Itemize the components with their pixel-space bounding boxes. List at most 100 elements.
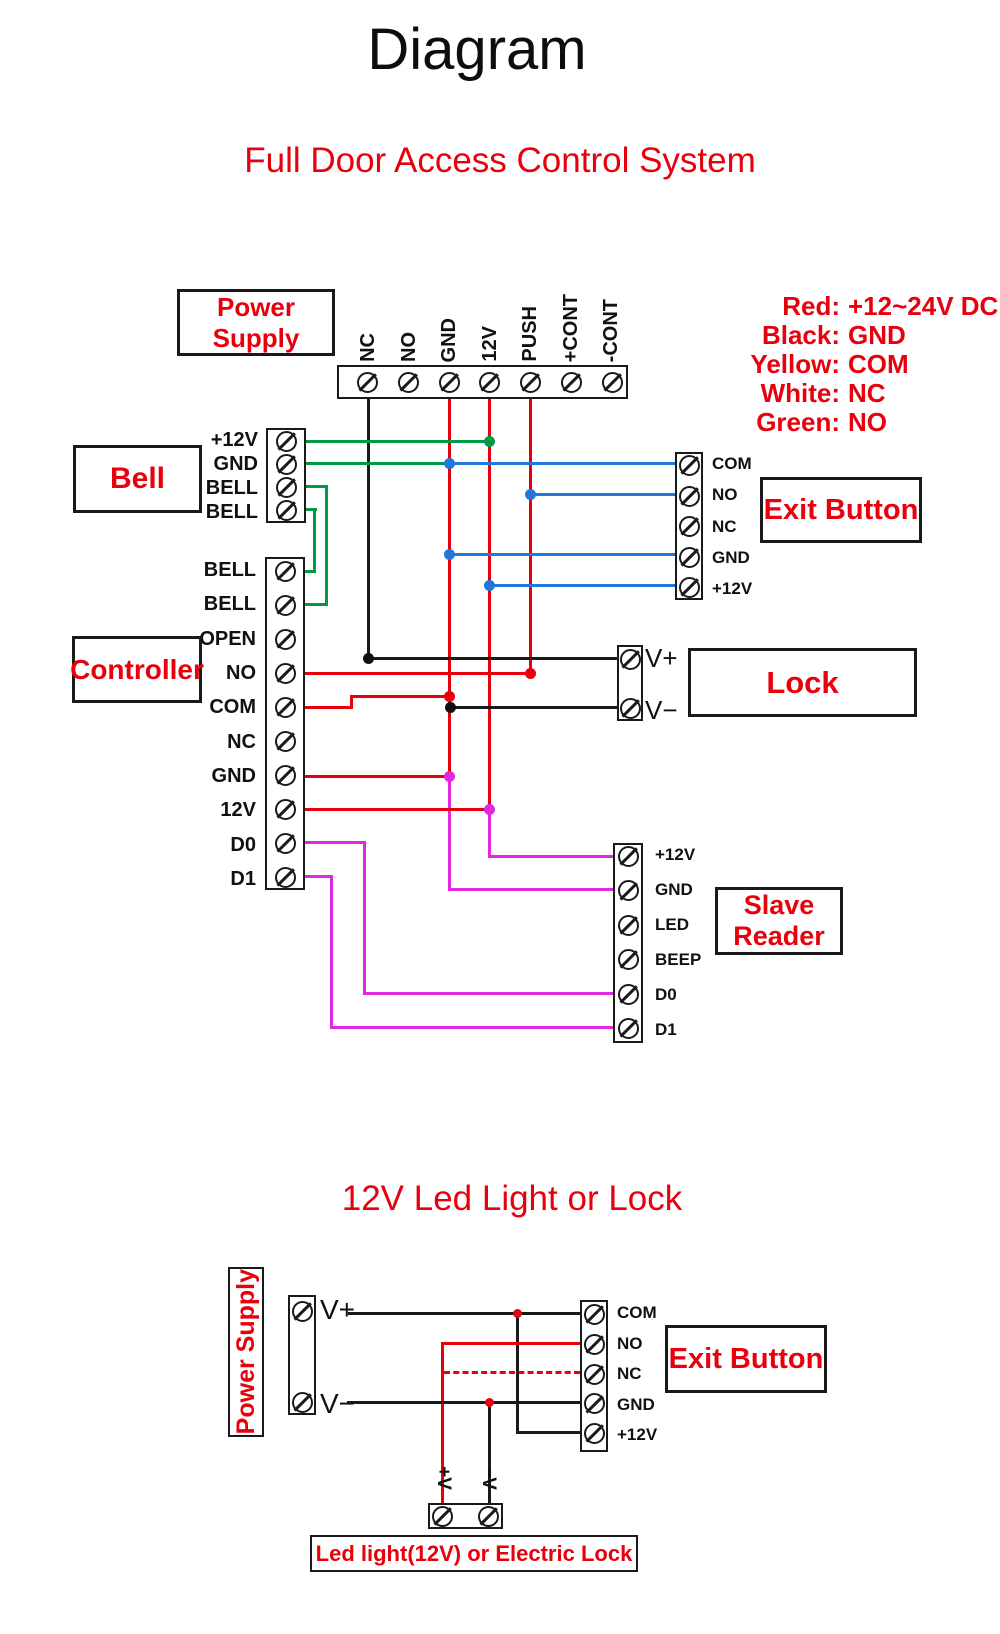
wire-segment xyxy=(305,570,316,573)
screw-terminal-icon xyxy=(601,371,623,393)
terminal-label: BELL xyxy=(203,593,256,616)
screw-terminal-icon xyxy=(520,371,542,393)
wire-segment xyxy=(306,485,328,488)
terminal-label: 12V xyxy=(478,326,501,362)
screw-terminal-icon xyxy=(432,1505,453,1527)
slave-reader-terminal-strip xyxy=(613,843,643,1043)
wire-segment xyxy=(305,603,328,606)
terminal-label: COM xyxy=(617,1303,657,1322)
junction-dot xyxy=(445,702,456,713)
exit-button-terminal-strip xyxy=(675,452,703,600)
legend-color-value: +12~24V DC xyxy=(848,291,999,321)
screw-terminal-icon xyxy=(274,663,296,684)
led-terminal-strip xyxy=(428,1503,503,1529)
screw-terminal-icon xyxy=(274,697,296,718)
bell-box: Bell xyxy=(73,445,202,513)
wire-segment xyxy=(441,1342,444,1503)
terminal-label: +12V xyxy=(617,1425,658,1444)
terminal-label: +12V xyxy=(210,429,258,451)
legend-color-name: Red: xyxy=(782,291,840,321)
wire-segment xyxy=(516,1431,580,1434)
screw-terminal-icon xyxy=(561,371,583,393)
terminal-label: NC xyxy=(357,333,379,362)
junction-dot xyxy=(444,771,455,782)
terminal-label: GND xyxy=(211,764,256,787)
wire-segment xyxy=(488,855,613,858)
terminal-label: D0 xyxy=(655,985,677,1004)
power-supply-box-2: Power Supply xyxy=(228,1267,264,1437)
screw-terminal-icon xyxy=(274,629,296,650)
exit-button-label: Exit Button xyxy=(763,493,919,526)
screw-terminal-icon xyxy=(397,371,419,393)
wire-segment xyxy=(313,509,316,573)
led-terminal-labels: V+V− xyxy=(428,1456,503,1500)
wire-segment xyxy=(450,706,617,709)
lock-terminal-labels: V+ V− xyxy=(645,643,715,725)
junction-dot xyxy=(485,1398,494,1407)
terminal-label: BELL xyxy=(205,501,258,523)
wire-segment xyxy=(367,399,370,659)
terminal-label: V− xyxy=(645,695,678,725)
controller-box: Controller xyxy=(70,636,204,703)
terminal-label: +12V xyxy=(655,845,696,864)
lock-box: Lock xyxy=(688,648,917,717)
terminal-label: LED xyxy=(655,915,689,934)
wire-segment xyxy=(306,462,451,465)
junction-dot xyxy=(513,1309,522,1318)
wire-segment xyxy=(529,399,532,675)
power-supply-terminal-labels-2: V+V− xyxy=(320,1295,390,1419)
terminal-label: D1 xyxy=(230,867,256,890)
wire-segment xyxy=(303,841,366,844)
legend-color-name: Green: xyxy=(756,407,840,437)
screw-terminal-icon xyxy=(479,371,501,393)
terminal-label: GND xyxy=(438,317,460,362)
screw-terminal-icon xyxy=(274,731,296,752)
wire-segment xyxy=(325,485,328,606)
terminal-label: V+ xyxy=(433,1466,454,1490)
wire-segment xyxy=(448,399,451,777)
wire-segment xyxy=(363,992,613,995)
wire-segment xyxy=(350,695,451,698)
wire-segment xyxy=(363,841,366,994)
wire-segment xyxy=(330,1026,613,1029)
terminal-label: NC xyxy=(227,730,256,753)
wire-segment xyxy=(303,775,451,778)
led-light-label: Led light(12V) or Electric Lock xyxy=(315,1540,633,1566)
screw-terminal-icon xyxy=(438,371,460,393)
screw-terminal-icon xyxy=(275,500,297,521)
wire-segment xyxy=(303,808,491,811)
screw-terminal-icon xyxy=(274,833,296,854)
junction-dot xyxy=(525,489,536,500)
wire-segment xyxy=(488,399,491,811)
controller-label: Controller xyxy=(70,653,204,685)
screw-terminal-icon xyxy=(617,949,639,971)
screw-terminal-icon xyxy=(583,1423,605,1444)
screw-terminal-icon xyxy=(357,371,378,393)
terminal-label: V− xyxy=(320,1388,356,1419)
screw-terminal-icon xyxy=(274,799,296,820)
screw-terminal-icon xyxy=(274,561,296,582)
wire-segment xyxy=(303,706,353,709)
terminal-label: -CONT xyxy=(600,298,622,362)
bell-terminal-strip xyxy=(266,428,306,523)
wire-segment xyxy=(303,875,333,878)
terminal-label: NC xyxy=(712,516,737,536)
power-terminal-strip xyxy=(337,365,628,399)
wire-segment xyxy=(330,875,333,1028)
junction-dot xyxy=(444,549,455,560)
exit-button-box-2: Exit Button xyxy=(665,1325,827,1393)
wire-segment xyxy=(303,672,532,675)
terminal-label: GND xyxy=(213,453,258,475)
power-supply-terminal-strip-2 xyxy=(288,1295,316,1415)
wire-segment xyxy=(306,508,317,511)
screw-terminal-icon xyxy=(583,1363,605,1385)
junction-dot xyxy=(484,804,495,815)
screw-terminal-icon xyxy=(619,698,641,719)
screw-terminal-icon xyxy=(678,546,700,568)
screw-terminal-icon xyxy=(678,577,700,598)
terminal-label: V+ xyxy=(645,643,678,673)
screw-terminal-icon xyxy=(678,485,700,507)
